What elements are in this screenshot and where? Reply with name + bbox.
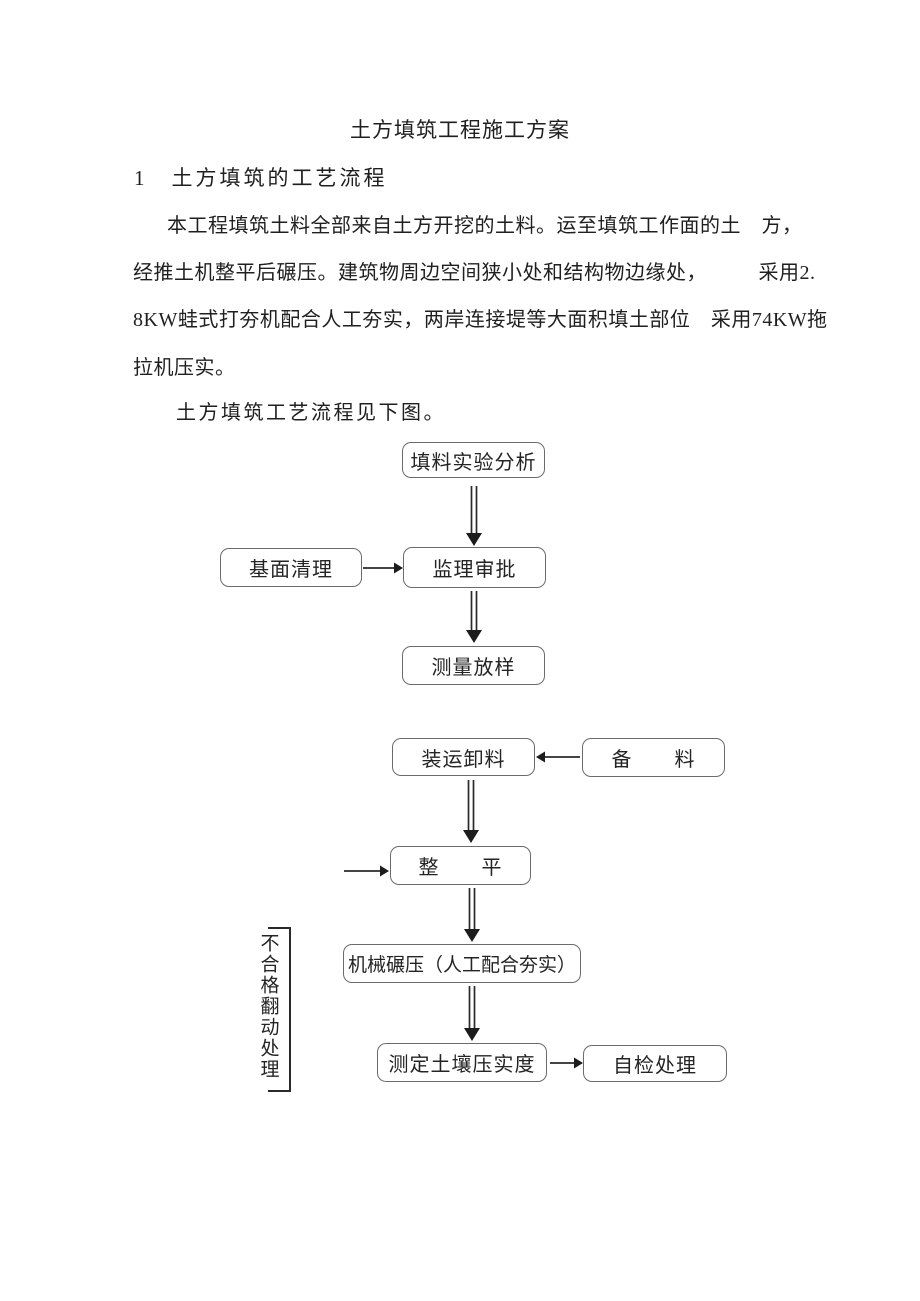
paragraph-line: 拉机压实。 xyxy=(133,357,236,379)
flow-node-mechanical-rolling: 机械碾压（人工配合夯实） xyxy=(343,944,581,983)
arrow-right-icon xyxy=(363,562,403,574)
flow-node-leveling: 整 平 xyxy=(390,846,531,885)
flow-node-load-haul-unload: 装运卸料 xyxy=(392,738,535,776)
arrow-double-down-icon xyxy=(466,591,482,643)
flow-node-compaction-test: 测定土壤压实度 xyxy=(377,1043,547,1082)
flow-node-self-inspection: 自检处理 xyxy=(583,1045,727,1082)
section-heading: 1 土方填筑的工艺流程 xyxy=(134,166,388,190)
paragraph-line: 经推土机整平后碾压。建筑物周边空间狭小处和结构物边缘处， 采用2. xyxy=(133,262,816,284)
page-title: 土方填筑工程施工方案 xyxy=(350,118,570,142)
paragraph-line: 本工程填筑土料全部来自土方开挖的土料。运至填筑工作面的土 方， xyxy=(167,215,803,237)
arrow-right-icon xyxy=(550,1057,583,1069)
arrow-left-icon xyxy=(536,751,580,763)
arrow-double-down-icon xyxy=(464,986,480,1041)
flowchart-caption: 土方填筑工艺流程见下图。 xyxy=(176,402,446,424)
flow-node-survey-setout: 测量放样 xyxy=(402,646,545,685)
arrow-double-down-icon xyxy=(463,780,479,843)
arrow-double-down-icon xyxy=(466,486,482,546)
rework-note-label: 不合格翻动处理 xyxy=(257,933,279,1080)
flow-node-base-cleaning: 基面清理 xyxy=(220,548,362,587)
paragraph-line: 8KW蛙式打夯机配合人工夯实，两岸连接堤等大面积填土部位 采用74KW拖 xyxy=(133,309,828,331)
flow-node-material-prepare: 备 料 xyxy=(582,738,725,777)
flow-node-material-test: 填料实验分析 xyxy=(402,442,545,478)
arrow-right-icon xyxy=(344,865,389,877)
flow-node-supervisor-approval: 监理审批 xyxy=(403,547,546,588)
arrow-double-down-icon xyxy=(464,888,480,942)
